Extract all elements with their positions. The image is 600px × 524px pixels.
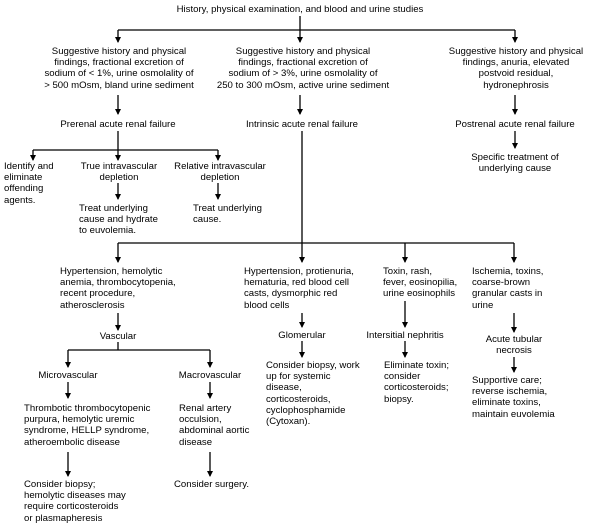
- postrenal-findings: Suggestive history and physical findings…: [448, 46, 584, 91]
- microvascular-treatment: Consider biopsy; hemolytic diseases may …: [24, 479, 126, 524]
- relative-depletion-treatment: Treat underlying cause.: [193, 203, 262, 226]
- interstitial-findings: Toxin, rash, fever, eosinopilia, urine e…: [383, 266, 458, 300]
- identify-offending-agents: Identify and eliminate offending agents.: [4, 161, 54, 206]
- root-node: History, physical examination, and blood…: [176, 4, 424, 15]
- macrovascular-diagnoses: Renal artery occulsion, abdominal aortic…: [179, 403, 250, 448]
- true-intravascular-depletion: True intravascular depletion: [80, 161, 158, 184]
- glomerular-treatment: Consider biopsy, work up for systemic di…: [266, 360, 360, 428]
- intrinsic-title: Intrinsic acute renal failure: [246, 119, 358, 130]
- vascular-findings: Hypertension, hemolytic anemia, thromboc…: [60, 266, 176, 311]
- macrovascular-node: Macrovascular: [178, 370, 242, 381]
- interstitial-treatment: Eliminate toxin; consider corticosteroid…: [384, 360, 450, 405]
- glomerular-findings: Hypertension, protienuria, hematuria, re…: [244, 266, 354, 311]
- postrenal-title: Postrenal acute renal failure: [455, 119, 575, 130]
- true-depletion-treatment: Treat underlying cause and hydrate to eu…: [79, 203, 158, 237]
- atn-treatment: Supportive care; reverse ischemia, elimi…: [472, 375, 555, 420]
- microvascular-node: Microvascular: [38, 370, 98, 381]
- prerenal-title: Prerenal acute renal failure: [60, 119, 176, 130]
- prerenal-findings: Suggestive history and physical findings…: [44, 46, 194, 91]
- macrovascular-treatment: Consider surgery.: [174, 479, 250, 490]
- postrenal-treatment: Specific treatment of underlying cause: [471, 152, 559, 175]
- atn-findings: Ischemia, toxins, coarse-brown granular …: [472, 266, 544, 311]
- interstitial-nephritis-node: Intersitial nephritis: [366, 330, 444, 341]
- vascular-node: Vascular: [99, 331, 137, 342]
- glomerular-node: Glomerular: [278, 330, 326, 341]
- acute-tubular-necrosis-node: Acute tubular necrosis: [485, 334, 543, 357]
- intrinsic-findings: Suggestive history and physical findings…: [216, 46, 390, 91]
- relative-intravascular-depletion: Relative intravascular depletion: [174, 161, 266, 184]
- microvascular-diagnoses: Thrombotic thrombocytopenic purpura, hem…: [24, 403, 151, 448]
